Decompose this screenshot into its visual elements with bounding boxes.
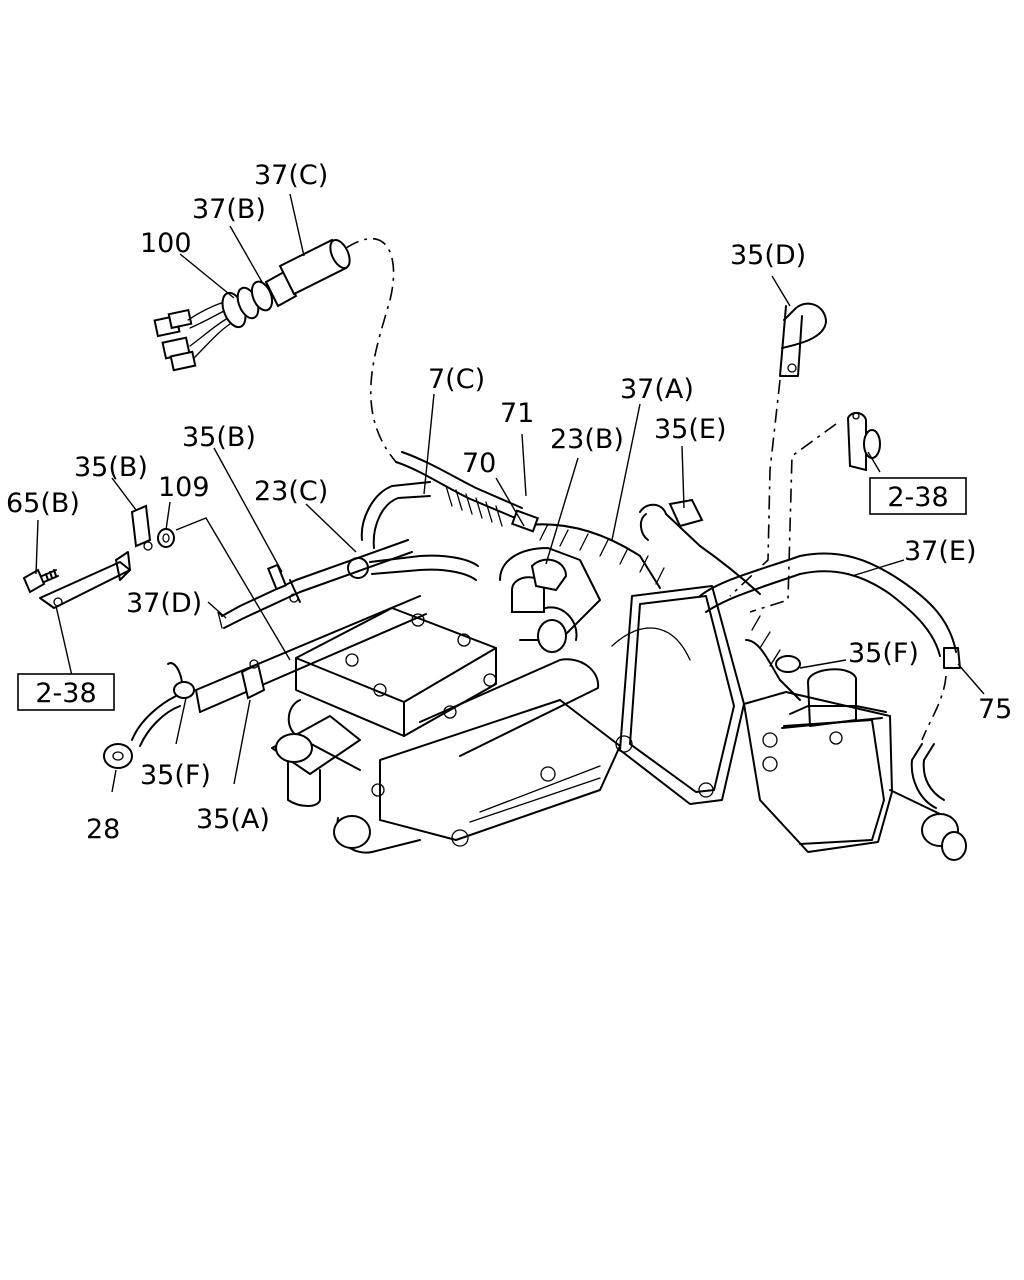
reference-label-left: 2-38 — [35, 678, 96, 709]
callout-35E: 35(E) — [654, 414, 726, 445]
connector-harness — [153, 238, 351, 372]
callout-28: 28 — [86, 814, 120, 845]
reference-box-right: 2-38 — [869, 477, 967, 515]
transmission-assembly — [271, 302, 967, 861]
reference-label-right: 2-38 — [887, 482, 948, 513]
callout-109: 109 — [158, 472, 210, 503]
callout-labels: 37(C) 37(B) 100 35(D) 7(C) 37(A) 71 35(B… — [6, 160, 1012, 845]
left-parts — [22, 504, 427, 769]
callout-7C: 7(C) — [428, 364, 485, 395]
harness-routing-line — [345, 237, 397, 463]
callout-37B: 37(B) — [192, 194, 266, 225]
callout-70: 70 — [462, 448, 496, 479]
callout-71: 71 — [500, 398, 534, 429]
callout-35A: 35(A) — [196, 804, 270, 835]
callout-35F-left: 35(F) — [140, 760, 211, 791]
callout-37A: 37(A) — [620, 374, 694, 405]
callout-37E: 37(E) — [904, 536, 976, 567]
callout-35B-mid: 35(B) — [182, 422, 256, 453]
callout-37C: 37(C) — [254, 160, 328, 191]
callout-35D: 35(D) — [730, 240, 806, 271]
callout-75: 75 — [978, 694, 1012, 725]
leader-lines — [35, 193, 985, 793]
callout-23B: 23(B) — [550, 424, 624, 455]
callout-100: 100 — [140, 228, 192, 259]
reference-box-left: 2-38 — [17, 673, 115, 711]
callout-23C: 23(C) — [254, 476, 328, 507]
callout-35B-left: 35(B) — [74, 452, 148, 483]
callout-65B: 65(B) — [6, 488, 80, 519]
callout-35F-right: 35(F) — [848, 638, 919, 669]
callout-37D: 37(D) — [126, 588, 202, 619]
